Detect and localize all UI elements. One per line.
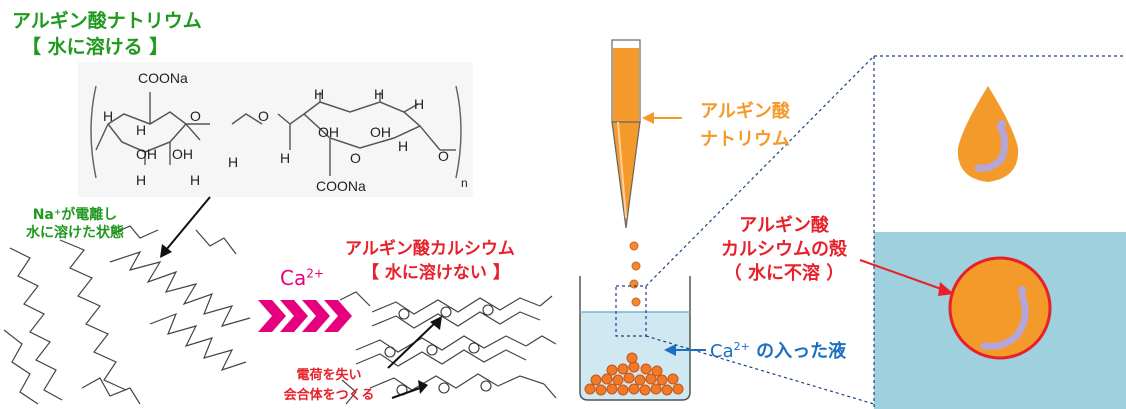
calcium-alginate-bead [948, 256, 1052, 360]
ionized-label: Na⁺が電離し 水に溶けた状態 [20, 206, 130, 242]
ionized-label-line1: Na⁺が電離し [32, 207, 118, 223]
pipette-label: アルギン酸 ナトリウム [690, 98, 800, 154]
aggregate-label: 電荷を失い 会合体をつくる [270, 366, 388, 406]
ionized-label-line2: 水に溶けた状態 [26, 225, 124, 241]
pipette-tip [611, 121, 641, 229]
shell-label-line2: カルシウムの殻 [721, 239, 847, 260]
formula-oh: OH [172, 146, 193, 162]
solution-label: Ca2+ の入った液 [710, 337, 846, 363]
formula-oh: OH [136, 146, 157, 162]
formula-h: H [280, 150, 291, 166]
calcium-ion-label: Ca2+ [280, 266, 324, 290]
formula-h: H [228, 154, 239, 170]
shell-label: アルギン酸 カルシウムの殻 （ 水に不溶 ） [710, 214, 858, 286]
formula-coona-top: COONa [138, 70, 188, 86]
sodium-alginate-title: アルギン酸ナトリウム [12, 10, 202, 32]
bead-experiment-illustration [579, 39, 1126, 409]
formula-h: H [136, 172, 147, 188]
formula-o: O [350, 150, 361, 166]
formula-o: O [438, 148, 449, 164]
formula-oh: OH [318, 124, 339, 140]
formula-oh: OH [370, 124, 391, 140]
formula-h: H [398, 138, 409, 154]
calcium-ion-symbol: Ca [280, 266, 307, 290]
shell-label-line3: （ 水に不溶 ） [723, 263, 845, 284]
formula-h: H [374, 86, 385, 102]
solution-ion-symbol: Ca [710, 341, 734, 362]
sodium-alginate-subtitle: 【 水に溶ける 】 [22, 36, 169, 58]
formula-coona-bottom: COONa [316, 178, 366, 194]
formula-o: O [190, 108, 201, 124]
solution-ion-charge: 2+ [733, 340, 750, 353]
calcium-alginate-title: アルギン酸カルシウム [345, 239, 515, 259]
formula-h: H [414, 96, 425, 112]
aggregate-label-line2: 会合体をつくる [283, 388, 375, 403]
pipette-label-line2: ナトリウム [700, 129, 790, 150]
formula-h: H [190, 172, 201, 188]
zoom-region [615, 285, 647, 337]
pipette-label-line1: アルギン酸 [700, 101, 790, 122]
shell-label-line1: アルギン酸 [739, 215, 829, 236]
formula-h: H [136, 122, 147, 138]
aggregate-label-line1: 電荷を失い [296, 368, 362, 383]
pipette-fill [613, 48, 639, 122]
calcium-alginate-subtitle: 【 水に溶けない 】 [362, 263, 510, 283]
formula-repeat-n: n [461, 176, 468, 190]
alginate-structural-formula [3, 62, 557, 405]
formula-o: O [258, 108, 269, 124]
calcium-ion-charge: 2+ [306, 266, 324, 281]
formula-h: H [314, 86, 325, 102]
formula-h: H [103, 108, 114, 124]
solution-label-text: の入った液 [749, 341, 847, 362]
beaker-outline [579, 276, 691, 401]
